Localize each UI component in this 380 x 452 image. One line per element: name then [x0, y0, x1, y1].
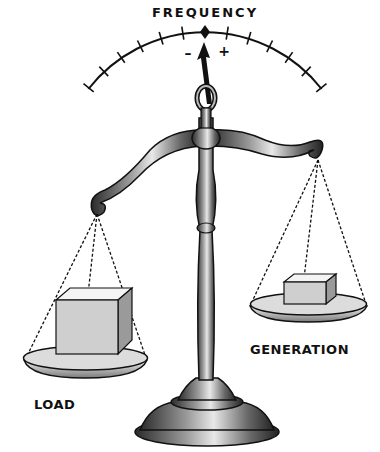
- plus-sign: +: [218, 44, 230, 59]
- gauge-marker: [200, 25, 210, 39]
- pan-label: GENERATION: [250, 343, 349, 357]
- right-pan-strings: [251, 160, 366, 312]
- beam-left-arm: [91, 130, 202, 216]
- pan-label: LOAD: [34, 398, 75, 412]
- base-top: [178, 378, 236, 400]
- left-pan-strings: [26, 214, 146, 366]
- gauge-tick: [285, 52, 292, 63]
- scale-post: [196, 118, 216, 380]
- top-ring-shine: [197, 86, 215, 110]
- gauge-tick: [84, 84, 94, 92]
- minus-sign: –: [185, 46, 192, 61]
- gauge-tick: [226, 27, 228, 40]
- gauge-tick: [182, 27, 184, 40]
- gauge-tick: [99, 67, 108, 77]
- ring-stem: [201, 108, 211, 128]
- gauge-tick: [267, 41, 273, 53]
- post-collar: [197, 223, 215, 233]
- gauge-tick: [117, 52, 124, 63]
- gauge-title: FREQUENCY: [152, 6, 258, 20]
- load-cube: [56, 288, 132, 354]
- gauge-tick: [138, 41, 144, 53]
- gauge-tick: [159, 32, 163, 45]
- generation-cube: [284, 274, 336, 304]
- gauge-tick: [316, 84, 326, 92]
- gauge-tick: [302, 67, 311, 77]
- gauge-tick: [247, 32, 251, 45]
- top-ring: [197, 86, 215, 110]
- beam-right-arm: [210, 130, 323, 158]
- beam-hub: [192, 127, 220, 149]
